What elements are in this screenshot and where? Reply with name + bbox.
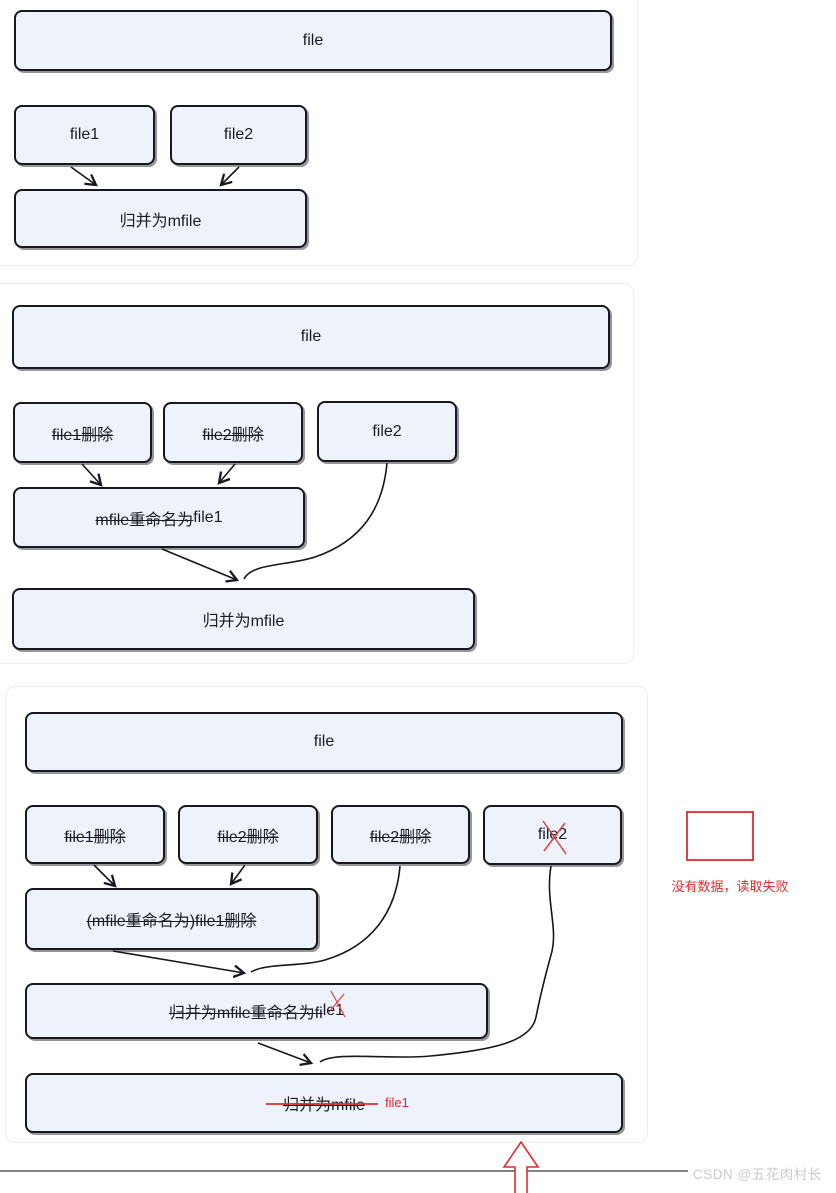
- d3-file-box: file: [25, 712, 623, 772]
- d2-merge-label: 归并为mfile: [202, 613, 285, 630]
- red-up-arrow-icon: [502, 1140, 540, 1193]
- d3-rename-deleted-label: (mfile重命名为)file1删除: [86, 913, 257, 930]
- d3-merge-red-note: file1: [385, 1095, 409, 1110]
- d1-file-box: file: [14, 10, 612, 71]
- d3-file2-deleted-b-label: file2删除: [369, 828, 432, 846]
- d2-file1-deleted-box: file1删除: [13, 402, 152, 463]
- d1-merge-label: 归并为mfile: [119, 212, 202, 230]
- d3-file2-label: file2: [537, 826, 568, 843]
- d2-file2-deleted-box: file2删除: [163, 402, 303, 463]
- d2-file-label: file: [300, 328, 322, 345]
- d3-merge-box: 归并为mfile: [25, 1073, 623, 1133]
- d2-file2-box: file2: [317, 401, 457, 462]
- no-data-note: 没有数据，读取失败: [671, 879, 789, 894]
- d3-file2-deleted-box-b: file2删除: [331, 805, 470, 864]
- d3-file-label: file: [313, 733, 335, 750]
- d3-file2-deleted-box-a: file2删除: [178, 805, 318, 864]
- d1-file2-box: file2: [170, 105, 307, 165]
- d3-rename-deleted-box: (mfile重命名为)file1删除: [25, 888, 318, 950]
- d3-merge-rename-kept-label: le1: [322, 1002, 345, 1019]
- d3-file1-deleted-label: file1删除: [64, 828, 126, 846]
- d3-merge-rename-struck-label: 归并为mfile重命名为fi: [168, 1005, 323, 1022]
- d1-file2-label: file2: [223, 126, 254, 143]
- d3-merge-struck-label: 归并为mfile: [283, 1097, 365, 1114]
- watermark: CSDN @五花肉村长: [693, 1167, 822, 1182]
- d1-merge-box: 归并为mfile: [14, 189, 307, 248]
- d2-file-box: file: [12, 305, 610, 369]
- d2-rename-struck-label: mfile重命名为: [95, 511, 194, 529]
- d2-file2-deleted-label: file2删除: [202, 426, 264, 444]
- d2-merge-box: 归并为mfile: [12, 588, 475, 650]
- d2-file1-deleted-label: file1删除: [51, 426, 114, 444]
- d3-file2-deleted-a-label: file2删除: [217, 828, 279, 846]
- d1-file-label: file: [302, 31, 324, 49]
- d3-file1-deleted-box: file1删除: [25, 805, 165, 864]
- d2-rename-kept-label: file1: [193, 508, 223, 526]
- d2-file2-label: file2: [372, 422, 402, 440]
- red-empty-box: [686, 811, 754, 861]
- d1-file1-box: file1: [14, 105, 155, 165]
- d1-file1-label: file1: [69, 126, 100, 143]
- d3-file2-box: file2: [483, 805, 622, 865]
